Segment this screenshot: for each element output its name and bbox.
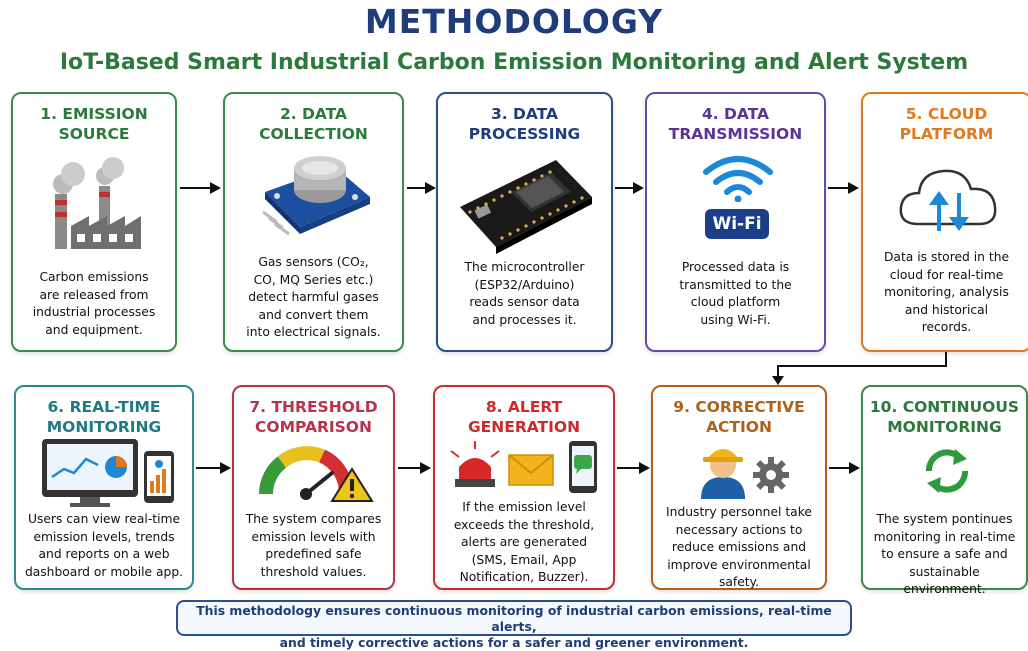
step-card-data-processing: 3. DATA PROCESSING The microcontroller (… <box>436 92 613 352</box>
step-description: The system pontinues monitoring in real-… <box>873 512 1016 596</box>
step-title: 2. DATA COLLECTION <box>259 105 368 143</box>
factory-icon <box>53 157 141 249</box>
arrow-4-5 <box>828 182 859 194</box>
wifi-icon <box>703 156 773 202</box>
step-description: If the emission level exceeds the thresh… <box>453 500 595 584</box>
arrow-8-9 <box>617 462 650 474</box>
step-description: The microcontroller (ESP32/Arduino) read… <box>464 260 585 327</box>
arrow-2-3 <box>407 182 436 194</box>
step-description: The system compares emission levels with… <box>245 512 382 579</box>
gauge-warning-icon <box>259 446 374 502</box>
step-card-corrective-action: 9. CORRECTIVE ACTION Industry personnel … <box>651 385 827 590</box>
summary-footer: This methodology ensures continuous moni… <box>176 600 852 650</box>
step-title: 5. CLOUD PLATFORM <box>899 105 994 143</box>
step-description: Gas sensors (CO₂, CO, MQ Series etc.) de… <box>246 255 381 339</box>
dashboard-icon <box>42 439 174 507</box>
page-title: METHODOLOGY <box>364 2 664 41</box>
gas-sensor-icon <box>262 156 370 236</box>
arrow-1-2 <box>180 182 221 194</box>
step-title: 10. CONTINUOUS MONITORING <box>869 398 1020 436</box>
step-title: 7. THRESHOLD COMPARISON <box>249 398 378 436</box>
arrow-6-7 <box>196 462 231 474</box>
arrow-7-8 <box>398 462 431 474</box>
step-title: 8. ALERT GENERATION <box>467 398 581 436</box>
arrow-3-4 <box>615 182 644 194</box>
step-description: Carbon emissions are released from indus… <box>32 270 156 337</box>
step-description: Users can view real-time emission levels… <box>24 512 184 579</box>
step-card-alert-generation: 8. ALERT GENERATION If the emission leve… <box>433 385 615 590</box>
step-title: 4. DATA TRANSMISSION <box>668 105 803 143</box>
step-title: 9. CORRECTIVE ACTION <box>673 398 805 436</box>
arrow-9-10 <box>829 462 860 474</box>
step-card-threshold-comparison: 7. THRESHOLD COMPARISON The system compa… <box>232 385 395 590</box>
step-card-data-transmission: 4. DATA TRANSMISSION Wi-Fi Processed dat… <box>645 92 826 352</box>
step-card-cloud-platform: 5. CLOUD PLATFORM Data is stored in the … <box>861 92 1028 352</box>
cloud-icon <box>899 169 997 231</box>
cycle-icon <box>926 449 968 493</box>
microcontroller-icon <box>460 160 592 254</box>
alert-icon <box>450 441 597 493</box>
step-card-emission-source: 1. EMISSION SOURCE Carbon emissions are … <box>11 92 177 352</box>
arrow-5-9 <box>772 352 947 385</box>
step-title: 6. REAL-TIME MONITORING <box>46 398 162 436</box>
page-subtitle: IoT-Based Smart Industrial Carbon Emissi… <box>59 50 969 75</box>
step-title: 3. DATA PROCESSING <box>468 105 581 143</box>
step-card-data-collection: 2. DATA COLLECTION Gas sensors (CO₂, CO,… <box>223 92 404 352</box>
wifi-badge: Wi-Fi <box>705 209 769 239</box>
worker-icon <box>701 449 789 499</box>
step-title: 1. EMISSION SOURCE <box>40 105 148 143</box>
step-description: Data is stored in the cloud for real-tim… <box>883 250 1010 334</box>
step-description: Industry personnel take necessary action… <box>666 505 812 589</box>
step-description: Processed data is transmitted to the clo… <box>679 260 792 327</box>
step-card-continuous-monitoring: 10. CONTINUOUS MONITORING The system pon… <box>861 385 1028 596</box>
step-card-real-time-monitoring: 6. REAL-TIME MONITORING Users can view r… <box>14 385 194 590</box>
